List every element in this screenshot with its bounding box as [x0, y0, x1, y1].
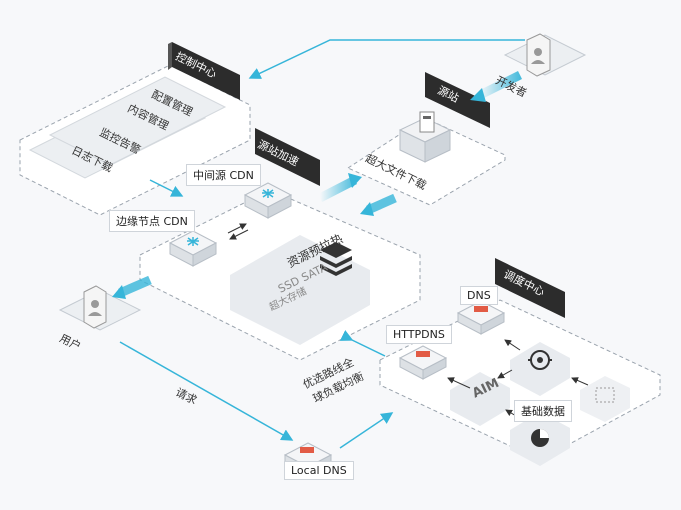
storage-panel — [230, 235, 370, 345]
base-data-label: 基础数据 — [514, 400, 572, 422]
accel-to-origin-beam — [317, 175, 358, 203]
origin-server-icon — [398, 111, 452, 163]
layers-icon — [320, 242, 352, 276]
control-to-accel-arrow — [149, 179, 184, 197]
dns-node-icon — [456, 300, 506, 335]
id-hex — [580, 376, 630, 422]
mid-cdn-label: 中间源 CDN — [186, 164, 261, 186]
routing-arrow — [339, 330, 386, 357]
httpdns-node-icon — [398, 345, 448, 380]
httpdns-label: HTTPDNS — [386, 325, 452, 344]
localdns-to-httpdns-arrow — [339, 412, 394, 449]
pie-chart-icon — [531, 429, 549, 447]
edge-to-user-beam — [118, 275, 152, 298]
id-icon — [595, 387, 615, 403]
control-center-tag-bg — [172, 42, 240, 100]
user-icon — [58, 285, 142, 331]
user-request-arrow — [119, 341, 294, 441]
local-dns-label: Local DNS — [284, 461, 354, 480]
developer-icon — [503, 33, 587, 77]
mid-cdn-node-icon — [243, 182, 293, 219]
edge-cdn-label: 边缘节点 CDN — [109, 210, 195, 232]
dev-to-control-arrow — [248, 39, 525, 79]
scheduler-tag-bg — [495, 258, 565, 318]
target-icon — [528, 350, 552, 370]
dns-label: DNS — [460, 286, 498, 305]
control-menu-stack — [28, 76, 227, 179]
edge-cdn-node-icon — [168, 230, 218, 267]
origin-to-accel-beam — [366, 193, 397, 215]
origin-accel-tag-bg — [255, 128, 320, 186]
dev-to-origin-beam — [475, 70, 523, 101]
origin-tag-bg — [425, 72, 490, 128]
